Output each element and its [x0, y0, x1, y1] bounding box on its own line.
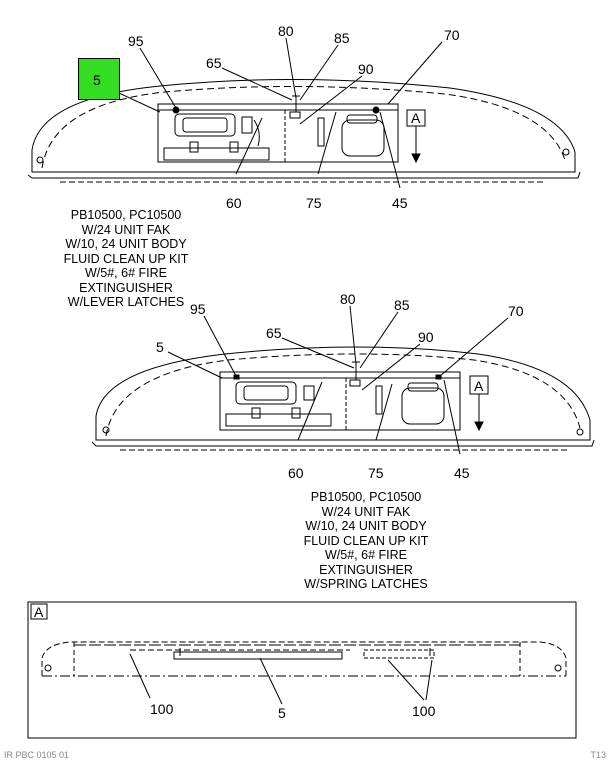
view-marker-a: A [411, 110, 421, 126]
callout-75: 75 [368, 465, 384, 481]
callout-95: 95 [128, 33, 144, 49]
cab-roof-diagram-1 [27, 37, 581, 189]
callout-75: 75 [306, 195, 322, 211]
callout-5-label: 5 [93, 72, 101, 88]
highlighted-callout-5[interactable]: 5 [78, 58, 120, 100]
callout-90: 90 [358, 61, 374, 77]
callout-70: 70 [508, 303, 524, 319]
callout-80: 80 [340, 291, 356, 307]
callout-45: 45 [392, 195, 408, 211]
detail-view-a [27, 601, 577, 739]
callout-85: 85 [394, 297, 410, 313]
caption-spring-latches: PB10500, PC10500 W/24 UNIT FAK W/10, 24 … [303, 490, 429, 591]
callout-85: 85 [334, 30, 350, 46]
callout-60: 60 [226, 195, 242, 211]
callout-80: 80 [278, 23, 294, 39]
cab-roof-diagram-2 [91, 305, 595, 455]
roof-outline [95, 346, 591, 441]
callout-45: 45 [454, 465, 470, 481]
callout-65: 65 [206, 55, 222, 71]
view-marker-a: A [474, 378, 484, 394]
callout-90: 90 [418, 329, 434, 345]
callout-100: 100 [150, 701, 174, 717]
caption-lever-latches: PB10500, PC10500 W/24 UNIT FAK W/10, 24 … [63, 208, 189, 309]
callout-100: 100 [412, 703, 436, 719]
callout-65: 65 [266, 325, 282, 341]
callout-5: 5 [278, 705, 286, 721]
callout-95: 95 [190, 301, 206, 317]
footer-right: T13 [590, 750, 606, 760]
callout-70: 70 [444, 27, 460, 43]
footer-left: IR PBC 0105 01 [4, 750, 70, 760]
roof-outline [31, 78, 576, 173]
detail-label-a: A [34, 604, 44, 620]
callout-5: 5 [156, 339, 164, 355]
callout-60: 60 [288, 465, 304, 481]
